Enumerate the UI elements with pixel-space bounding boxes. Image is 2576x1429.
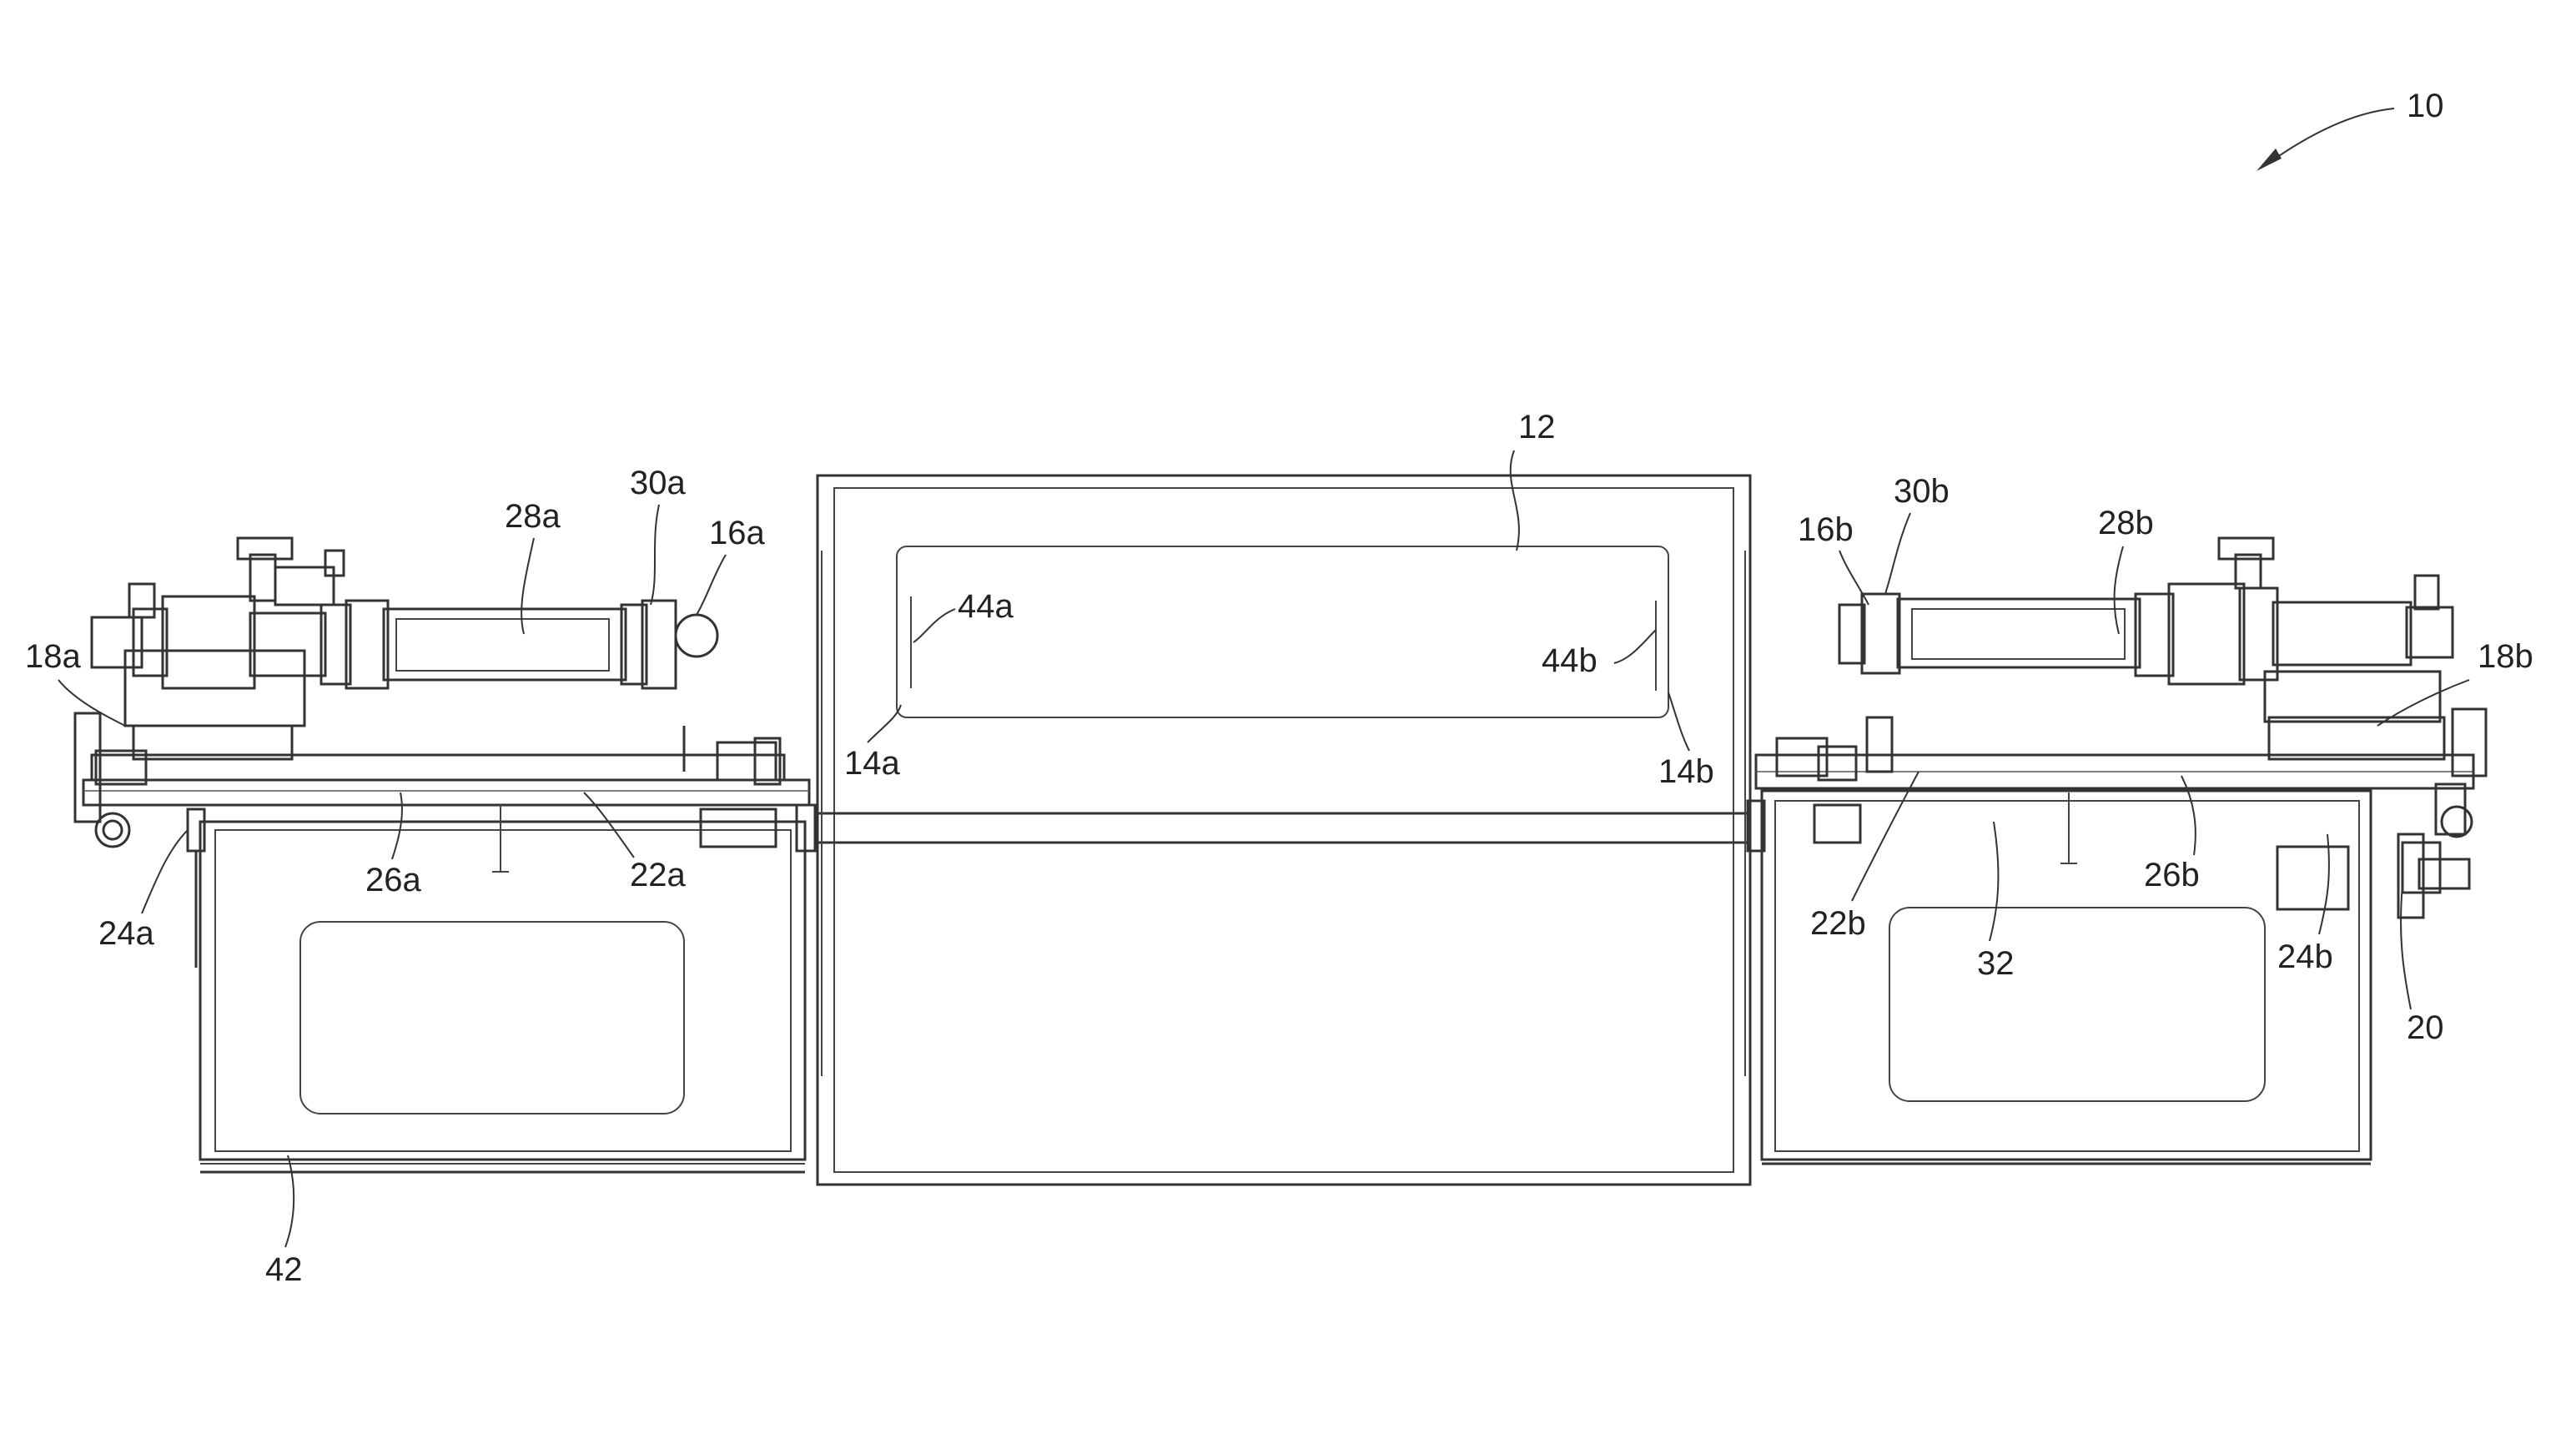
label-32: 32	[1977, 945, 2015, 982]
label-10: 10	[2407, 88, 2444, 124]
label-24a: 24a	[98, 915, 154, 952]
label-26b: 26b	[2144, 857, 2200, 893]
label-44a: 44a	[958, 588, 1014, 625]
label-20: 20	[2407, 1009, 2444, 1046]
label-28a: 28a	[505, 498, 561, 535]
label-30a: 30a	[630, 465, 686, 501]
label-26a: 26a	[365, 862, 421, 898]
label-28b: 28b	[2098, 505, 2154, 541]
right-unit: 16b 30b 28b 18b 22b 32 26b 24b 20	[1748, 473, 2533, 1164]
label-44b: 44b	[1542, 642, 1597, 679]
label-30b: 30b	[1894, 473, 1950, 510]
label-14a: 14a	[844, 745, 900, 782]
label-24b: 24b	[2277, 938, 2333, 975]
center-chamber: 12 44a 44b 14a 14b	[818, 409, 1750, 1185]
left-unit: 18a 28a 30a 16a 24a 26a 22a 42	[25, 465, 815, 1288]
reference-10: 10	[2257, 88, 2444, 171]
label-22a: 22a	[630, 857, 686, 893]
label-14b: 14b	[1658, 753, 1714, 790]
label-18b: 18b	[2478, 638, 2533, 675]
label-42: 42	[265, 1251, 303, 1288]
label-16b: 16b	[1798, 511, 1854, 548]
label-22b: 22b	[1810, 905, 1866, 942]
label-18a: 18a	[25, 638, 81, 675]
label-16a: 16a	[709, 515, 765, 551]
label-12: 12	[1518, 409, 1556, 445]
